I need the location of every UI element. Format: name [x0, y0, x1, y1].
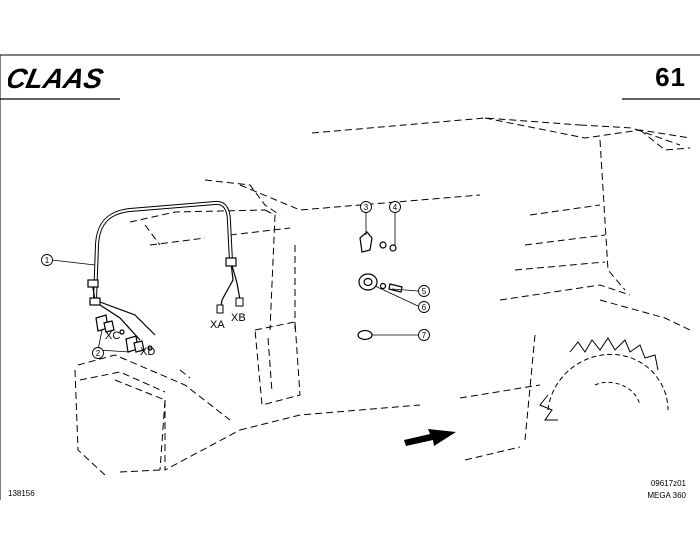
small-parts [357, 231, 403, 341]
nut-part-4 [389, 244, 397, 252]
direction-arrow-icon [404, 429, 456, 446]
cap-part-7 [357, 329, 373, 341]
callout-2: 2 [92, 347, 104, 359]
callout-5: 5 [418, 285, 430, 297]
svg-text:3: 3 [364, 203, 369, 212]
svg-text:6: 6 [422, 303, 427, 312]
connector-label-xd: XD [140, 346, 155, 358]
svg-text:2: 2 [96, 349, 101, 358]
callout-4: 4 [389, 201, 401, 213]
connector-label-xc: XC [105, 330, 120, 342]
page-number: 61 [655, 62, 686, 92]
leader-lines [51, 212, 419, 353]
drawing-reference: 09617z01 [650, 479, 686, 488]
logo-wordmark: CLAAS [8, 62, 106, 94]
connector-label-xb: XB [231, 312, 246, 324]
svg-text:4: 4 [393, 203, 398, 212]
callout-1: 1 [41, 254, 53, 266]
svg-text:7: 7 [422, 331, 427, 340]
svg-text:1: 1 [45, 256, 50, 265]
document-number: 138156 [8, 489, 35, 498]
callout-balloons: 1 2 3 4 5 6 7 [41, 201, 430, 359]
screw-part-5 [388, 283, 403, 293]
svg-text:5: 5 [422, 287, 427, 296]
callout-7: 7 [418, 329, 430, 341]
machine-model: MEGA 360 [647, 491, 686, 500]
callout-6: 6 [418, 301, 430, 313]
washer-part [379, 241, 387, 249]
claas-logo: CLAAS [8, 62, 106, 94]
wiring-harness [87, 200, 244, 341]
callout-3: 3 [360, 201, 372, 213]
connector-label-xa: XA [210, 319, 225, 331]
connector-housings [95, 314, 153, 353]
machine-outline [74, 117, 691, 476]
wheel-tread [539, 337, 669, 421]
